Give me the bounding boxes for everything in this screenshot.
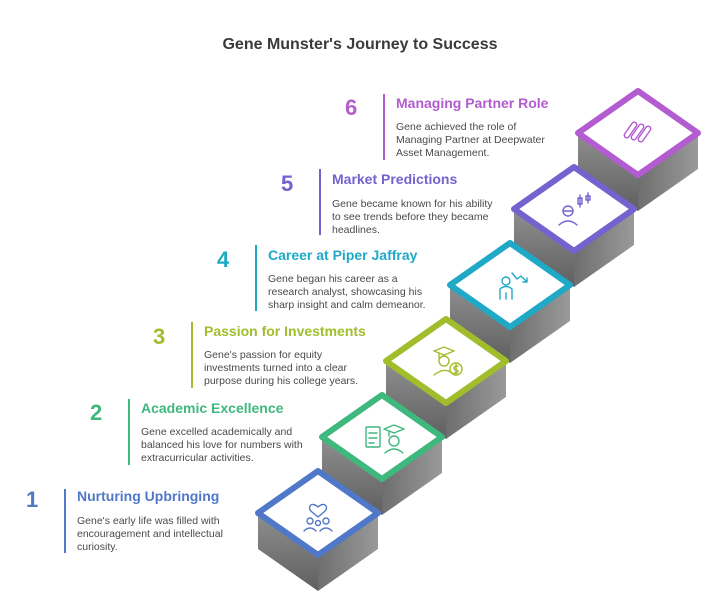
step-title: Academic Excellence <box>141 400 284 416</box>
step-title: Managing Partner Role <box>396 95 549 111</box>
step-title: Nurturing Upbringing <box>77 488 220 504</box>
step-divider <box>128 399 130 465</box>
stair-side-wall <box>318 513 378 591</box>
stair-side-wall <box>446 361 506 439</box>
stair-side-wall <box>574 209 634 287</box>
stair-tread <box>255 468 381 558</box>
stair-side-wall <box>382 437 442 515</box>
step-number: 5 <box>281 171 294 196</box>
diagram-title: Gene Munster's Journey to Success <box>222 36 498 53</box>
stair-tread <box>447 240 573 330</box>
stair-riser <box>258 513 318 591</box>
step-divider <box>319 169 321 235</box>
stair-riser <box>386 361 446 439</box>
step-number: 4 <box>217 247 230 272</box>
stair-riser <box>578 133 638 211</box>
step-description: Gene excelled academically and balanced … <box>141 426 303 464</box>
stair-side-wall <box>510 285 570 363</box>
stair-side-wall <box>638 133 698 211</box>
step-description: Gene achieved the role of Managing Partn… <box>396 121 545 159</box>
graduate-document-icon <box>365 424 405 454</box>
analyst-trend-icon <box>499 272 528 300</box>
stair-tread <box>319 392 445 482</box>
step-description: Gene's early life was filled with encour… <box>77 515 223 553</box>
step-divider <box>383 94 385 160</box>
step-number: 2 <box>90 400 103 425</box>
stair-tread <box>575 88 701 178</box>
candlestick-person-icon <box>558 192 591 226</box>
step-title: Market Predictions <box>332 171 458 187</box>
step-divider <box>255 245 257 311</box>
step-divider <box>64 489 66 553</box>
family-heart-icon <box>303 503 333 532</box>
stair-tread <box>511 164 637 254</box>
step-divider <box>191 322 193 388</box>
pill-chart-icon <box>623 121 652 143</box>
step-description: Gene's passion for equity investments tu… <box>204 349 359 387</box>
stair-riser <box>514 209 574 287</box>
step-number: 3 <box>153 324 166 349</box>
step-description: Gene began his career as a research anal… <box>268 273 426 311</box>
step-number: 6 <box>345 95 358 120</box>
step-description: Gene became known for his ability to see… <box>332 198 493 236</box>
stair-riser <box>322 437 382 515</box>
step-title: Passion for Investments <box>204 323 366 339</box>
step-title: Career at Piper Jaffray <box>268 247 418 263</box>
graduate-money-icon <box>433 346 463 376</box>
step-number: 1 <box>26 487 39 512</box>
stair-tread <box>383 316 509 406</box>
stair-riser <box>450 285 510 363</box>
